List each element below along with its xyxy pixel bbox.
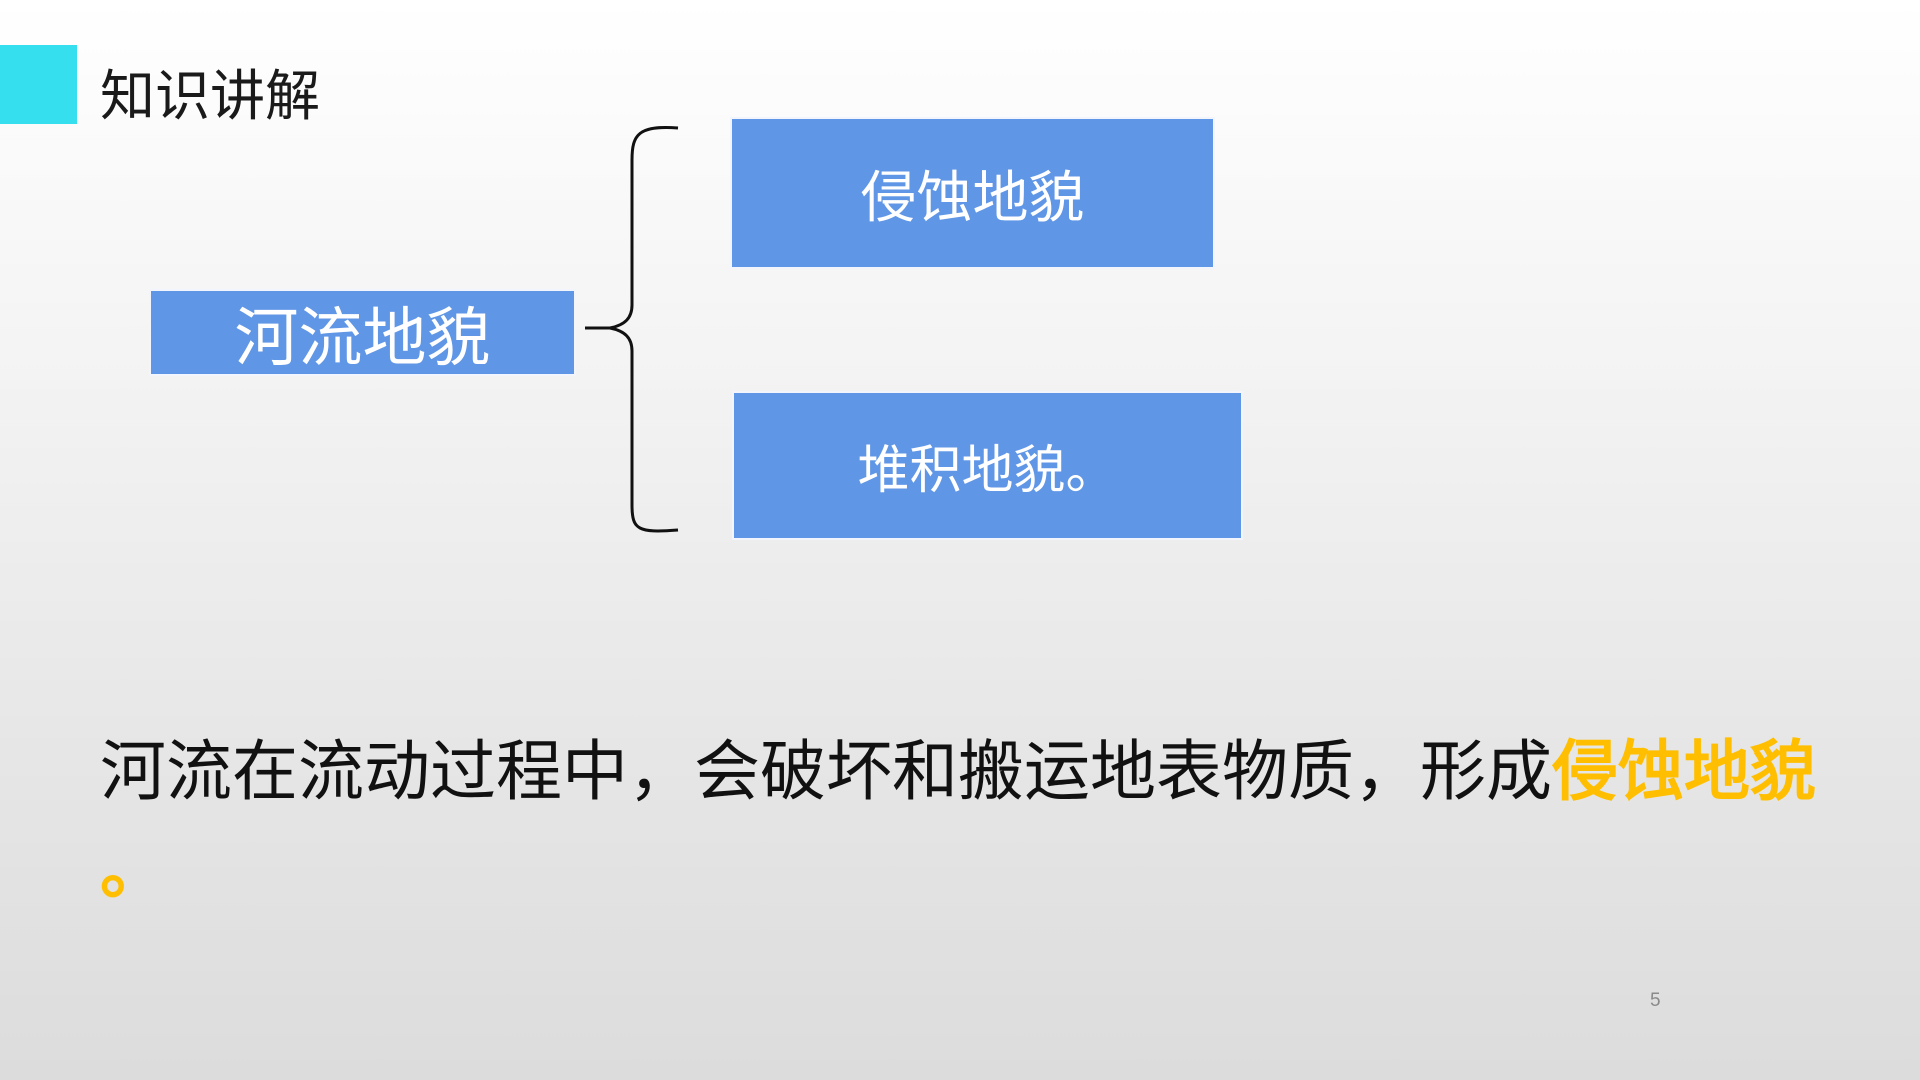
accent-bar: [0, 45, 77, 124]
node-deposition-landform: 堆积地貌。: [732, 391, 1243, 540]
node-river-landform: 河流地貌: [149, 289, 576, 376]
page-number: 5: [1650, 990, 1661, 1011]
page-title: 知识讲解: [100, 64, 321, 128]
body-highlight: 侵蚀地貌: [1552, 733, 1816, 810]
body-sentence: 河流在流动过程中，会破坏和搬运地表物质，形成: [100, 733, 1552, 810]
brace-connector: [585, 125, 679, 533]
node-erosion-landform: 侵蚀地貌: [730, 117, 1215, 269]
body-tail: 。: [100, 831, 166, 908]
body-text: 河流在流动过程中，会破坏和搬运地表物质，形成侵蚀地貌。: [100, 723, 1820, 919]
